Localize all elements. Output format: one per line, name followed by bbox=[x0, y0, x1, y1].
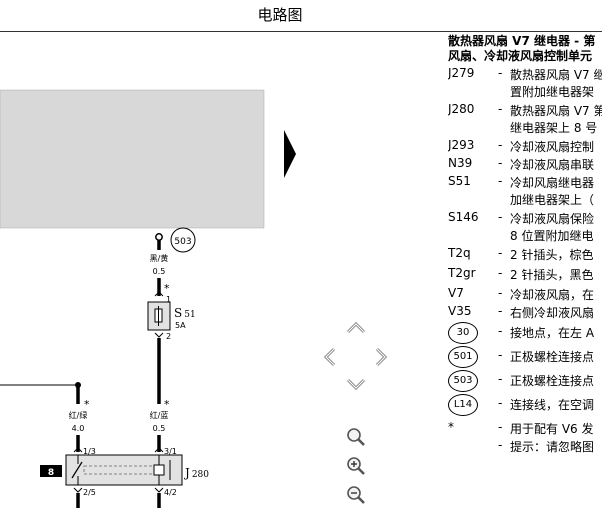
fuse-pin-bottom-num: 2 bbox=[166, 332, 171, 341]
relay-pin-br: 4/2 bbox=[164, 488, 177, 497]
relay-pin-tr: 3/1 bbox=[164, 447, 177, 456]
wire-top-color: 黑/黄 bbox=[150, 253, 169, 263]
relay-pin-tr-arrow bbox=[154, 447, 164, 453]
wire-left-color: 红/绿 bbox=[69, 410, 88, 420]
connector-503-label: 503 bbox=[174, 237, 191, 247]
expand-panel-arrow[interactable] bbox=[284, 130, 296, 178]
fuse-pin-top-num: 1 bbox=[166, 295, 171, 304]
wire-left-size: 4.0 bbox=[72, 424, 85, 433]
legend-panel: 散热器风扇 V7 继电器 - 第 风扇、冷却液风扇控制单元 J279 - 散热器… bbox=[448, 34, 602, 508]
fuse-pin-bottom-arrow bbox=[154, 332, 164, 338]
wire-top-size: 0.5 bbox=[153, 267, 166, 276]
title-divider bbox=[0, 31, 602, 32]
zoom-in-icon[interactable] bbox=[345, 455, 367, 477]
zoom-out-icon[interactable] bbox=[345, 484, 367, 506]
star-mark-top: * bbox=[164, 282, 170, 295]
legend-note-star: * - 用于配有 V6 发 bbox=[448, 420, 594, 436]
pan-up-icon[interactable] bbox=[346, 320, 366, 334]
diagram-placeholder-panel bbox=[0, 89, 265, 229]
legend-item-s146: S146 - 冷却液风扇保险 8 位置附加继电 bbox=[448, 210, 595, 243]
relay-dashed-link bbox=[83, 465, 155, 475]
legend-item-v35: V35 - 右侧冷却液风扇 bbox=[448, 304, 595, 320]
legend-heading-2: 风扇、冷却液风扇控制单元 bbox=[448, 49, 593, 63]
relay-slot-number: 8 bbox=[48, 468, 54, 478]
legend-ground-30: 30 - 接地点，在左 A bbox=[448, 322, 602, 348]
legend-note-hint: - 提示：请忽略图 bbox=[498, 438, 595, 454]
fuse-sub: 51 bbox=[184, 310, 195, 320]
legend-ground-503: 503 - 正极螺栓连接点 bbox=[448, 370, 602, 396]
pan-down-icon[interactable] bbox=[346, 378, 366, 392]
fuse-pin-top-arrow bbox=[154, 291, 164, 297]
legend-item-v7: V7 - 冷却液风扇，在 bbox=[448, 286, 595, 302]
legend-item-j293: J293 - 冷却液风扇控制 bbox=[448, 138, 595, 154]
relay-slot-badge bbox=[40, 465, 62, 477]
relay-sub: 280 bbox=[192, 470, 209, 480]
legend-item-n39: N39 - 冷却液风扇串联 bbox=[448, 156, 595, 172]
relay-pin-bl-arrow bbox=[73, 487, 83, 493]
legend-item-j279: J279 - 散热器风扇 V7 继 置附加继电器架 bbox=[448, 66, 602, 99]
wire-right-color: 红/蓝 bbox=[150, 410, 169, 420]
relay-switch-contact bbox=[71, 461, 83, 479]
star-mark-right: * bbox=[164, 398, 170, 411]
wire-right-size: 0.5 bbox=[153, 424, 166, 433]
legend-item-s51: S51 - 冷却风扇继电器 加继电器架上（ bbox=[448, 174, 595, 207]
legend-ground-l14: L14 - 连接线，在空调 bbox=[448, 394, 602, 420]
relay-j280 bbox=[65, 454, 183, 486]
page-title: 电路图 bbox=[257, 6, 303, 24]
legend-heading-1: 散热器风扇 V7 继电器 - 第 bbox=[448, 34, 596, 48]
star-mark-left: * bbox=[84, 398, 90, 411]
relay-pin-bl: 2/5 bbox=[83, 488, 96, 497]
legend-item-t2q: T2q - 2 针插头，棕色 bbox=[448, 246, 594, 262]
pan-left-icon[interactable] bbox=[322, 347, 336, 367]
connector-503-badge bbox=[170, 227, 196, 253]
legend-ground-501: 501 - 正极螺栓连接点 bbox=[448, 346, 602, 372]
legend-item-j280: J280 - 散热器风扇 V7 第 继电器架上 8 号 bbox=[448, 102, 602, 135]
relay-pin-tl: 1/3 bbox=[83, 447, 96, 456]
relay-pin-tl-arrow bbox=[73, 447, 83, 453]
fuse-rating: 5A bbox=[175, 321, 186, 330]
relay-coil bbox=[153, 464, 165, 476]
connector-terminal bbox=[155, 233, 163, 241]
legend-item-t2gr: T2gr - 2 针插头，黑色 bbox=[448, 266, 594, 282]
zoom-fit-icon[interactable] bbox=[345, 426, 367, 448]
pan-right-icon[interactable] bbox=[375, 347, 389, 367]
relay-pin-br-arrow bbox=[154, 487, 164, 493]
